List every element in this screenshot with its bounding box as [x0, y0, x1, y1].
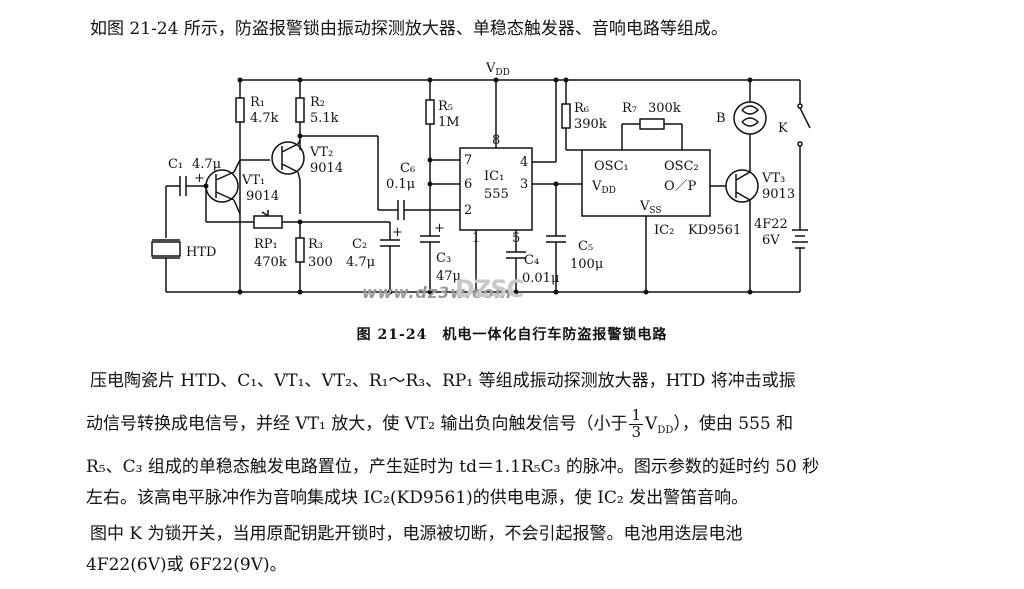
- c3-value: 47μ: [436, 269, 461, 284]
- c1-label: C₁: [168, 157, 183, 172]
- r5-value: 1M: [438, 115, 460, 130]
- ic1-label: IC₁: [484, 169, 504, 184]
- switch-label: K: [778, 121, 788, 136]
- c1-value: 4.7μ: [192, 157, 221, 172]
- pin2: 2: [464, 203, 472, 218]
- r3-value: 300: [308, 255, 333, 270]
- osc1-label: OSC₁: [594, 159, 629, 174]
- para2-line2: 4F22(6V)或 6F22(9V)。: [86, 555, 287, 575]
- r7-value: 300k: [648, 101, 681, 116]
- vss-label: VSS: [639, 199, 662, 216]
- para1-line4: 左右。该高电平脉冲作为音响集成块 IC₂(KD9561)的供电电源，使 IC₂ …: [86, 488, 749, 508]
- c4-label: C₄: [524, 253, 539, 268]
- ic2-type: KD9561: [688, 223, 741, 238]
- r1-label: R₁: [250, 95, 265, 110]
- ic1-type: 555: [484, 187, 509, 202]
- c3-label: C₃: [436, 251, 451, 266]
- r6-label: R₆: [574, 101, 589, 116]
- ic2-label: IC₂: [654, 223, 674, 238]
- battery-voltage: 6V: [762, 233, 780, 248]
- ic2-vdd-label: VDD: [591, 179, 616, 196]
- pin5: 5: [512, 231, 520, 246]
- pin7: 7: [464, 153, 472, 168]
- pin4: 4: [520, 155, 528, 170]
- htd-label: HTD: [186, 245, 216, 260]
- c6-value: 0.1μ: [386, 177, 415, 192]
- r7-label: R₇: [622, 101, 637, 116]
- c4-value: 0.01μ: [522, 271, 559, 286]
- r2-label: R₂: [310, 95, 325, 110]
- pin1: 1: [472, 231, 480, 246]
- speaker-label: B: [716, 111, 726, 126]
- figure-caption: 图 21-24 机电一体化自行车防盗报警锁电路: [356, 327, 668, 343]
- r5-label: R₅: [438, 99, 453, 114]
- vt1-type: 9014: [246, 189, 279, 204]
- c2-label: C₂: [352, 237, 367, 252]
- para1-line3: R₅、C₃ 组成的单稳态触发电路置位，产生延时为 td＝1.1R₅C₃ 的脉冲。…: [86, 457, 820, 477]
- pin8: 8: [492, 133, 500, 148]
- pin3: 3: [520, 177, 528, 192]
- vt3-label: VT₃: [761, 171, 785, 186]
- c3-plus: +: [434, 221, 445, 236]
- c2-value: 4.7μ: [346, 255, 375, 270]
- r2-value: 5.1k: [310, 111, 339, 126]
- pin6: 6: [464, 177, 472, 192]
- r1-value: 4.7k: [250, 111, 279, 126]
- watermark-url: www.dz3w.com: [362, 283, 513, 302]
- rp1-value: 470k: [254, 255, 287, 270]
- vt1-label: VT₁: [241, 173, 265, 188]
- op-label: O／P: [664, 179, 697, 194]
- circuit-schematic: VDD R₁ 4.7k R₂ 5.1k VT₂ 9014 C₁ 4.7μ + V…: [151, 61, 811, 295]
- vdd-label: VDD: [485, 61, 510, 78]
- vt2-label: VT₂: [309, 145, 333, 160]
- battery-label: 4F22: [754, 217, 788, 232]
- c2-plus: +: [392, 225, 403, 240]
- intro-text: 如图 21-24 所示，防盗报警锁由振动探测放大器、单稳态触发器、音响电路等组成…: [90, 19, 728, 39]
- c1-plus: +: [194, 171, 205, 186]
- r3-label: R₃: [308, 237, 323, 252]
- c5-label: C₅: [578, 239, 593, 254]
- c5-value: 100μ: [570, 257, 603, 272]
- rp1-label: RP₁: [254, 237, 278, 252]
- c6-label: C₆: [400, 161, 415, 176]
- para1-line1: 压电陶瓷片 HTD、C₁、VT₁、VT₂、R₁～R₃、RP₁ 等组成振动探测放大…: [90, 371, 796, 391]
- osc2-label: OSC₂: [664, 159, 699, 174]
- vt3-type: 9013: [762, 187, 795, 202]
- vt2-type: 9014: [310, 161, 343, 176]
- r6-value: 390k: [574, 117, 607, 132]
- para2-line1: 图中 K 为锁开关，当用原配钥匙开锁时，电源被切断，不会引起报警。电池用迭层电池: [90, 524, 743, 544]
- watermark-logo: DZSC: [455, 275, 524, 303]
